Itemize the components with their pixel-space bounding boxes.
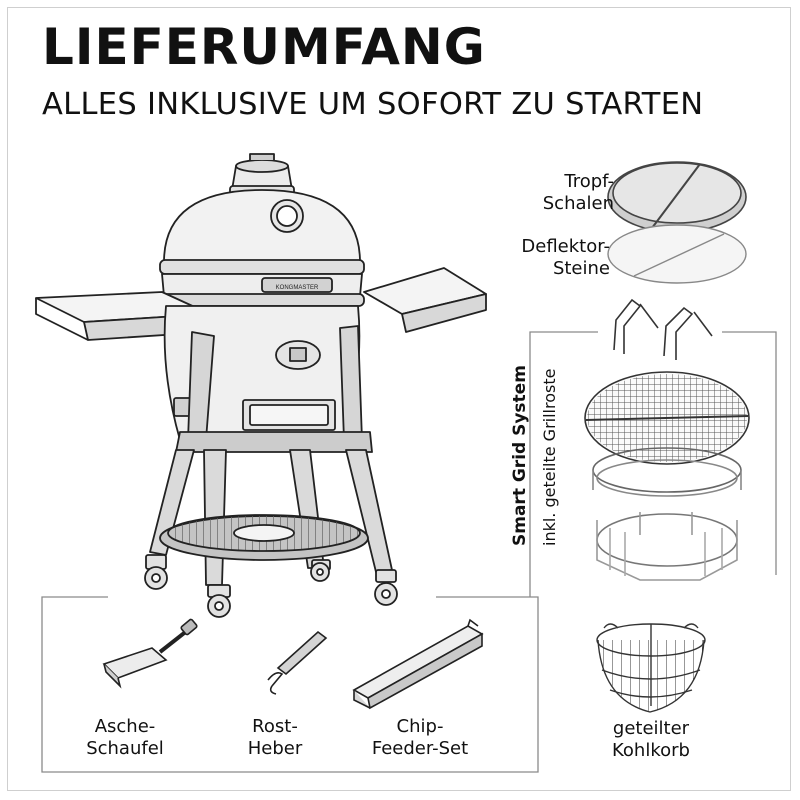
- ash-shovel-illustration: [102, 618, 198, 689]
- divider-lines: [41, 331, 777, 773]
- drip-trays-illustration: [607, 161, 747, 233]
- kamado-grill: [35, 153, 487, 618]
- label-ash-shovel: Asche- Schaufel: [86, 716, 164, 759]
- label-drip-trays: Tropf- Schalen: [542, 171, 614, 214]
- page-title: LIEFERUMFANG: [42, 18, 486, 76]
- label-chip-feeder: Chip- Feeder-Set: [371, 716, 469, 759]
- smart-grid-subtitle: inkl. geteilte Grillroste: [540, 368, 559, 546]
- charcoal-basket-illustration: [596, 623, 706, 713]
- smart-grid-title: Smart Grid System: [510, 365, 530, 546]
- chip-feeder-illustration: [352, 618, 484, 710]
- smart-grid-illustration: [584, 298, 750, 581]
- grate-lifter-illustration: [267, 630, 328, 695]
- deflector-stones-illustration: [607, 224, 747, 284]
- label-charcoal-basket: geteilter Kohlkorb: [612, 718, 690, 761]
- label-grate-lifter: Rost- Heber: [247, 716, 303, 759]
- label-smart-grid: Smart Grid System inkl. geteilte Grillro…: [510, 365, 560, 546]
- label-deflector-stones: Deflektor- Steine: [521, 236, 610, 279]
- page-subtitle: ALLES INKLUSIVE UM SOFORT ZU STARTEN: [42, 87, 704, 122]
- image-frame: [7, 7, 791, 791]
- grill-brand-plate: KONGMASTER: [276, 285, 319, 291]
